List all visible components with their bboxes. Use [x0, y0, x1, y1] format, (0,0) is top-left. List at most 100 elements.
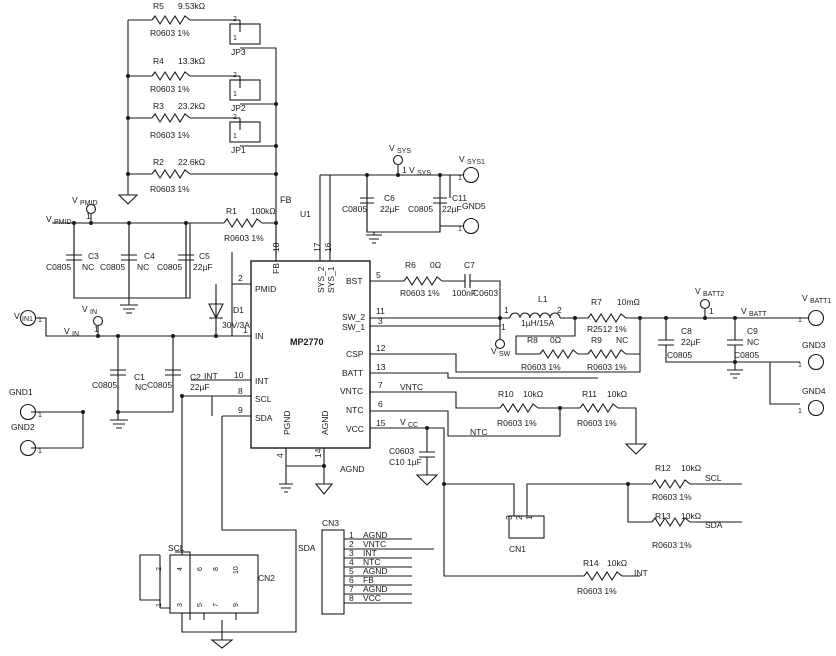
c10-ref: C10 [389, 457, 405, 467]
r9-ref: R9 [591, 335, 602, 345]
vsys-net-sub: SYS [417, 170, 431, 177]
r2-value: 22.6kΩ [178, 157, 205, 167]
ic-name: MP2770 [290, 337, 324, 347]
r2-ref: R2 [153, 157, 164, 167]
vsys1-main: V [459, 154, 465, 164]
r14-ref: R14 [583, 558, 599, 568]
r14-value: 10kΩ [607, 558, 627, 568]
d1-value: 30V/3A [222, 320, 250, 330]
l1-pin2: 2 [557, 305, 562, 315]
int-net-label-2: INT [634, 568, 648, 578]
r2-pkg: R0603 1% [150, 184, 190, 194]
c4-ref: C4 [144, 251, 155, 261]
r10-value: 10kΩ [523, 389, 543, 399]
vpmid-tp-main: V [72, 195, 78, 205]
resistor-r5 [151, 14, 191, 26]
r1-ref: R1 [226, 206, 237, 216]
resistor-r14 [583, 570, 623, 582]
r4-pkg: R0603 1% [150, 84, 190, 94]
vntc-net-label: VNTC [400, 382, 423, 392]
gnd-pins: 1 1 1 1 1 1 1 1 [38, 175, 802, 455]
cn2-pin-4: 4 [177, 567, 184, 571]
jp2-label: JP2 [231, 103, 246, 113]
pin-fb-num: 18 [271, 242, 281, 252]
cn3-pin-name: AGND [363, 584, 388, 594]
r14-pkg: R0603 1% [577, 586, 617, 596]
vsw-main: V [491, 346, 497, 356]
r11-pkg: R0603 1% [577, 418, 617, 428]
vsw-sub: SW [499, 351, 511, 358]
c9-value: NC [747, 337, 759, 347]
resistor-r10 [499, 402, 539, 414]
r9-value: NC [616, 335, 628, 345]
svg-text:1: 1 [798, 362, 802, 369]
pin-vcc-num: 15 [376, 418, 386, 428]
c11-ref: C11 [452, 193, 467, 203]
r7-ref: R7 [591, 297, 602, 307]
vin1-sub: IN1 [22, 316, 33, 323]
svg-text:2: 2 [233, 114, 237, 121]
pin-sda-num: 9 [238, 405, 243, 415]
c8-value: 22µF [681, 337, 701, 347]
pin-sys1-name: SYS_1 [326, 266, 336, 293]
c1-value: NC [135, 382, 147, 392]
connector-cn3 [321, 529, 434, 615]
c1-pkg: C0805 [92, 380, 117, 390]
cn2-pin-2: 2 [156, 567, 163, 571]
c6-ref: C6 [384, 193, 395, 203]
cn1-pin3: 3 [504, 515, 514, 520]
cn2-label: CN2 [258, 573, 275, 583]
r11-ref: R11 [582, 389, 597, 399]
c3-value: NC [82, 262, 94, 272]
c3-pkg: C0805 [46, 262, 71, 272]
jp3-label: JP3 [231, 47, 246, 57]
cn3-pin-number: 3 [349, 548, 354, 558]
resistor-r9 [587, 348, 627, 360]
r12-pkg: R0603 1% [652, 492, 692, 502]
pin-batt-num: 13 [376, 362, 386, 372]
ntc-net-label: NTC [470, 427, 487, 437]
cn3-pin-number: 4 [349, 557, 354, 567]
vcc-net-sub: CC [408, 422, 418, 429]
pin-pmid-num: 2 [238, 273, 243, 283]
r10-pkg: R0603 1% [497, 418, 537, 428]
r11-value: 10kΩ [607, 389, 627, 399]
vbatt2-main: V [695, 286, 701, 296]
c8-pkg: C0805 [667, 350, 692, 360]
r5-pkg: R0603 1% [150, 28, 190, 38]
resistor-r4 [151, 70, 191, 82]
r6-ref: R6 [405, 260, 416, 270]
in-rail [19, 284, 251, 457]
c11-value: 22µF [442, 204, 462, 214]
pin-pgnd-num: 4 [275, 453, 285, 458]
vsys1-sub: SYS1 [467, 159, 485, 166]
pin-pmid-name: PMID [255, 284, 276, 294]
d1-ref: D1 [233, 305, 244, 315]
cn2-pin-10: 10 [233, 566, 240, 574]
c8-ref: C8 [681, 326, 692, 336]
svg-text:2: 2 [233, 16, 237, 23]
pin-bst-num: 5 [376, 270, 381, 280]
r8-value: 0Ω [550, 335, 561, 345]
c6-pkg: C0805 [342, 204, 367, 214]
pin-in-name: IN [255, 331, 264, 341]
c11-pkg: C0805 [408, 204, 433, 214]
svg-text:1: 1 [458, 175, 462, 182]
pin-pgnd-name: PGND [282, 410, 292, 435]
r7-value: 10mΩ [617, 297, 640, 307]
resistor-r12 [651, 478, 691, 490]
c5-value: 22µF [193, 262, 213, 272]
pin-csp-num: 12 [376, 343, 386, 353]
r8-ref: R8 [527, 335, 538, 345]
resistor-r11 [579, 402, 619, 414]
resistor-r1 [223, 217, 263, 229]
vin-tp-pin: 1 [94, 324, 99, 334]
l1-pin1: 1 [504, 305, 509, 315]
r12-value: 10kΩ [681, 463, 701, 473]
connector-cn1 [508, 515, 545, 539]
cn3-label: CN3 [322, 518, 339, 528]
c5-pkg: C0805 [157, 262, 182, 272]
r3-value: 23.2kΩ [178, 101, 205, 111]
gnd2-label: GND2 [11, 422, 35, 432]
pin-bst-name: BST [346, 276, 363, 286]
